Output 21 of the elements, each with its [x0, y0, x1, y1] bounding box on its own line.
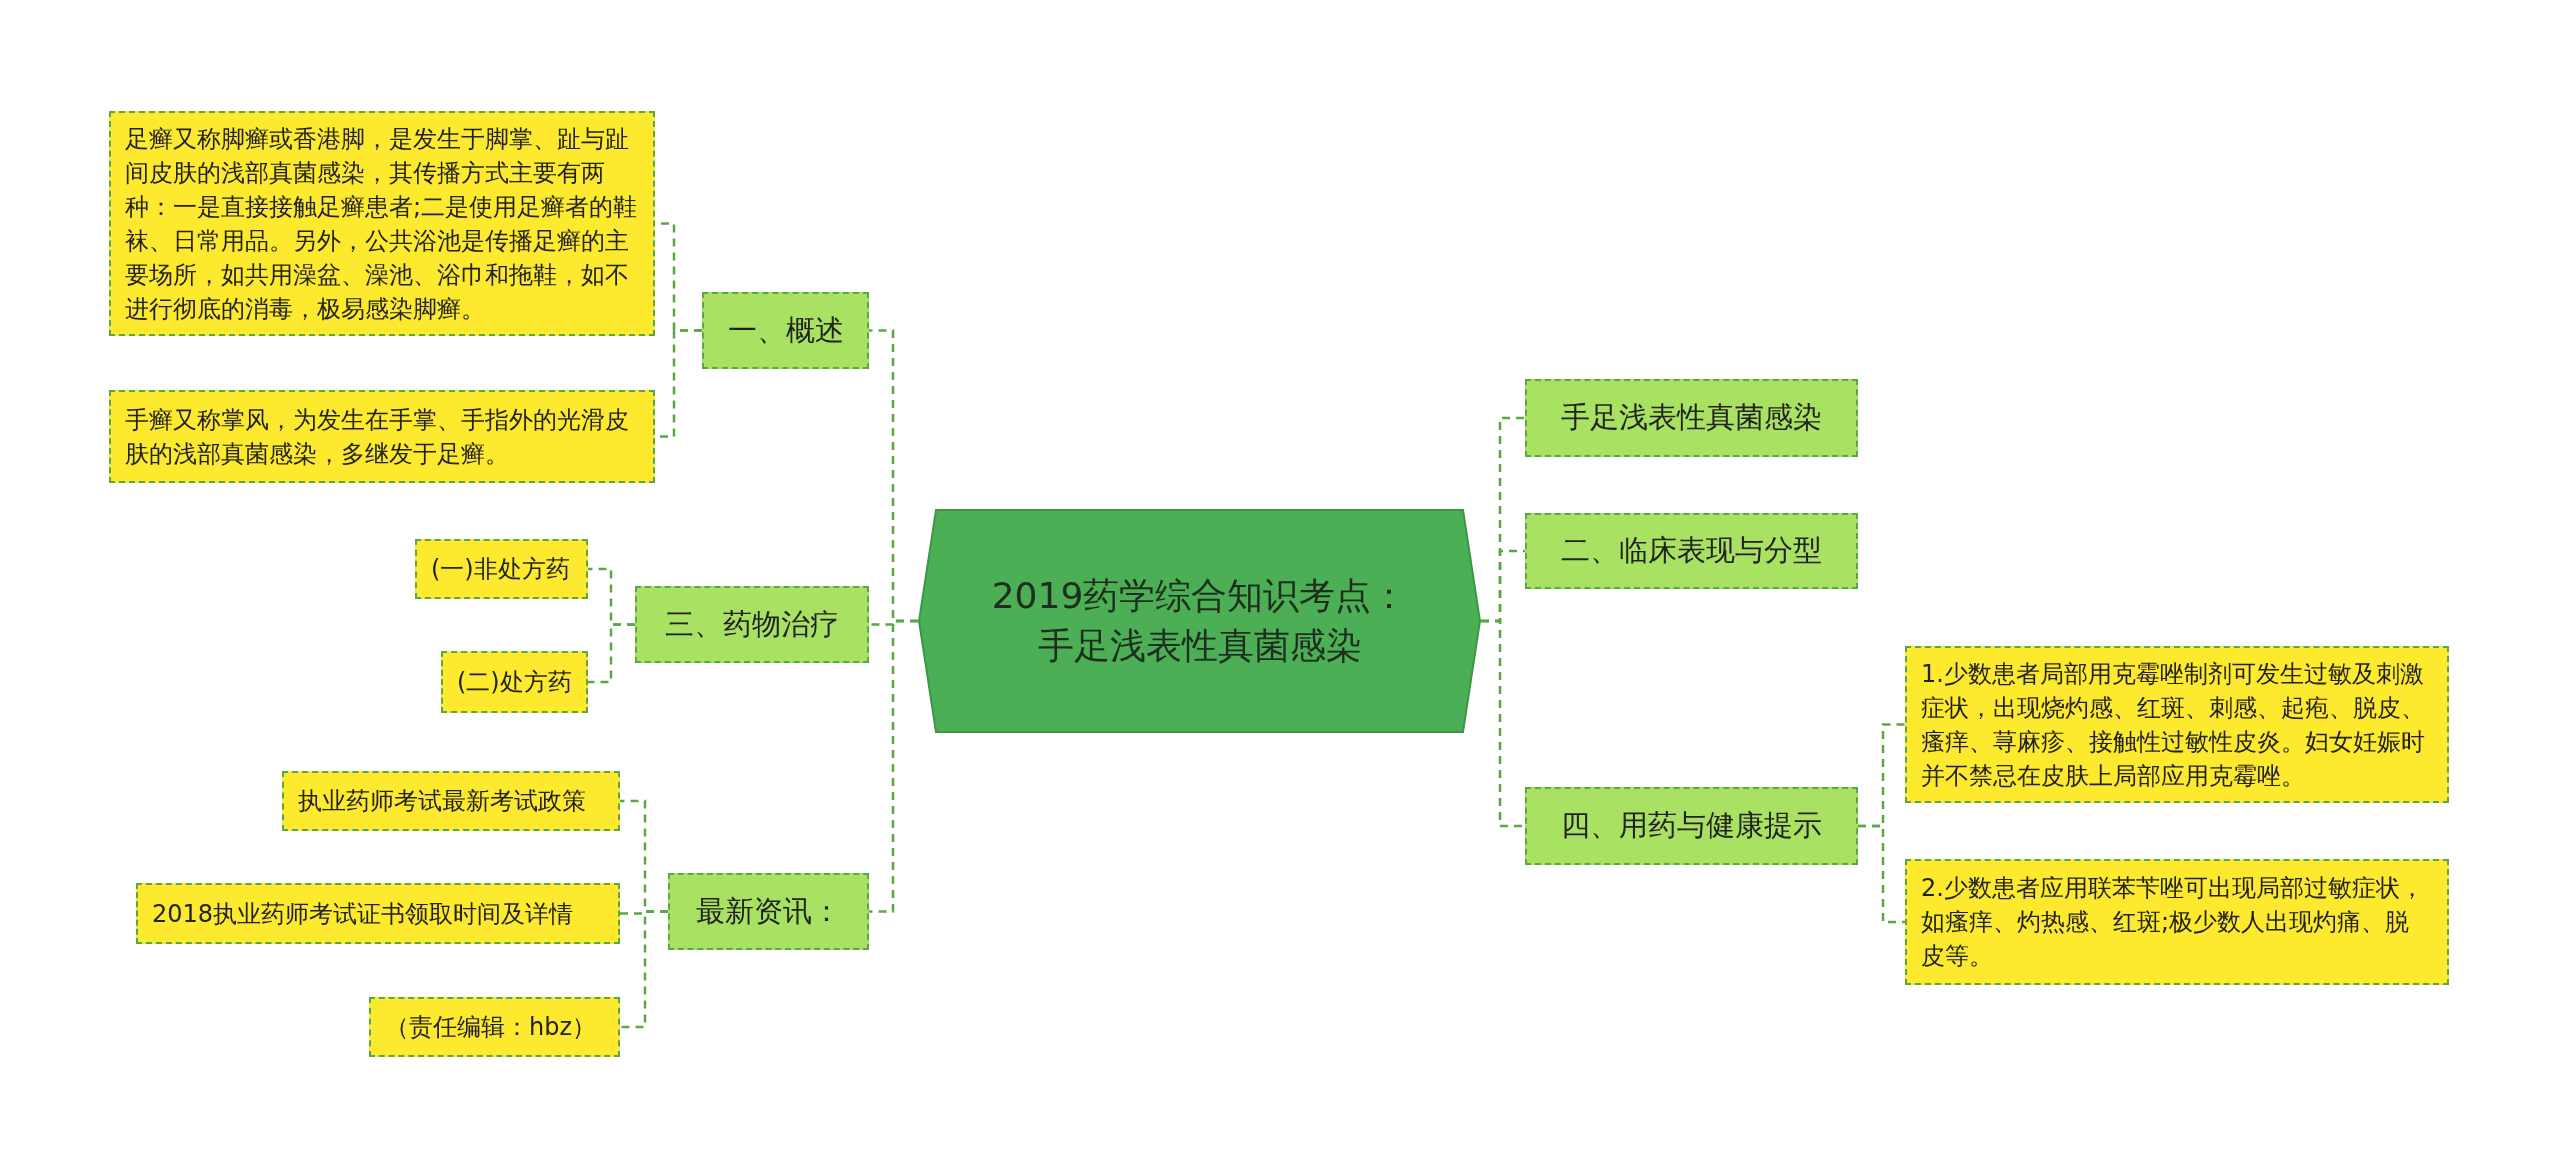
branch-box: 一、概述: [702, 292, 869, 369]
note-box: 2018执业药师考试证书领取时间及详情: [136, 883, 620, 944]
connector-line: [869, 619, 918, 913]
connector-line: [1481, 619, 1525, 828]
branch-box: 四、用药与健康提示: [1525, 787, 1858, 865]
connector-line: [620, 910, 668, 1029]
note-box: 1.少数患者局部用克霉唑制剂可发生过敏及刺激症状，出现烧灼感、红斑、刺感、起疱、脱皮、瘙痒、荨麻疹、接触性过敏性皮炎。妇女妊娠时并不禁忌在皮肤上局部应用克霉唑。: [1905, 646, 2449, 803]
note-box: 2.少数患者应用联苯苄唑可出现局部过敏症状，如瘙痒、灼热感、红斑;极少数人出现灼痛、脱皮等。: [1905, 859, 2449, 985]
branch-box: 最新资讯：: [668, 873, 869, 950]
note-box: （责任编辑：hbz）: [369, 997, 620, 1057]
branch-box: 手足浅表性真菌感染: [1525, 379, 1858, 457]
branch-box: 三、药物治疗: [635, 586, 869, 663]
note-box: 足癣又称脚癣或香港脚，是发生于脚掌、趾与趾间皮肤的浅部真菌感染，其传播方式主要有两种：一是直接接触足癣患者;二是使用足癣者的鞋袜、日常用品。另外，公共浴池是传播足癣的主要场所，如共用澡盆、澡池、浴巾和拖鞋，如不进行彻底的消毒，极易感染脚癣。: [109, 111, 655, 336]
note-box: (一)非处方药: [415, 539, 588, 599]
connector-line: [1858, 824, 1905, 924]
note-box: (二)处方药: [441, 651, 588, 713]
note-box: 手癣又称掌风，为发生在手掌、手指外的光滑皮肤的浅部真菌感染，多继发于足癣。: [109, 390, 655, 483]
branch-box: 二、临床表现与分型: [1525, 513, 1858, 589]
note-box: 执业药师考试最新考试政策: [282, 771, 620, 831]
topic-hexagon: 2019药学综合知识考点：手足浅表性真菌感染: [918, 509, 1481, 733]
connector-line: [588, 623, 635, 684]
